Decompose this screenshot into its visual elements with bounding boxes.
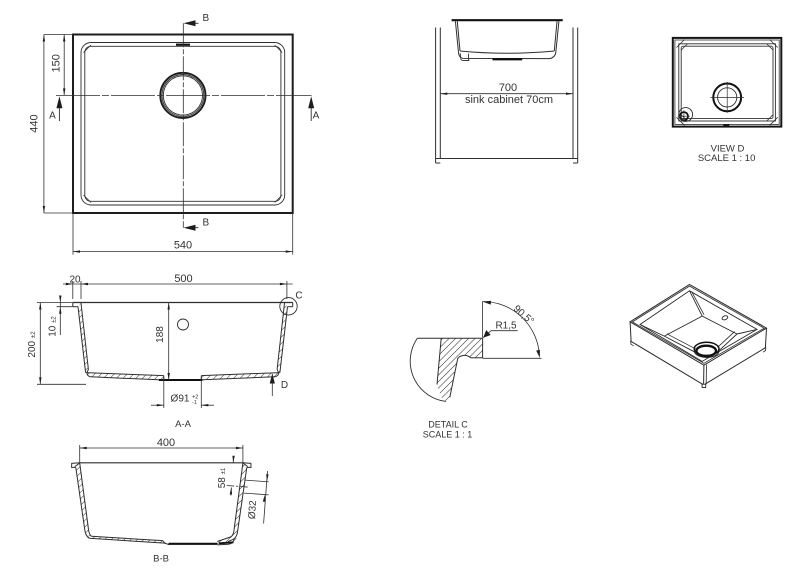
svg-text:SCALE 1 : 10: SCALE 1 : 10: [698, 153, 756, 164]
svg-text:10 ±2: 10 ±2: [48, 316, 59, 337]
svg-text:188: 188: [155, 326, 166, 343]
svg-text:DETAIL C: DETAIL C: [428, 420, 468, 430]
svg-text:-1: -1: [192, 400, 197, 406]
svg-text:VIEW D: VIEW D: [711, 144, 745, 155]
svg-text:B-B: B-B: [153, 554, 169, 565]
svg-text:R1,5: R1,5: [495, 321, 517, 332]
svg-text:Ø32: Ø32: [247, 500, 259, 520]
svg-text:B: B: [202, 218, 209, 229]
svg-text:C: C: [295, 291, 302, 302]
svg-text:sink cabinet 70cm: sink cabinet 70cm: [465, 94, 553, 106]
svg-text:440: 440: [29, 114, 41, 132]
svg-text:A: A: [313, 111, 320, 122]
svg-text:150: 150: [51, 54, 63, 72]
svg-text:500: 500: [174, 273, 192, 285]
svg-text:540: 540: [174, 240, 192, 252]
svg-text:D: D: [281, 380, 288, 391]
svg-text:400: 400: [157, 437, 175, 449]
svg-text:A-A: A-A: [175, 419, 192, 430]
svg-text:SCALE 1 : 1: SCALE 1 : 1: [423, 429, 473, 439]
svg-text:A: A: [49, 110, 56, 121]
svg-text:B: B: [202, 13, 209, 24]
svg-text:200 ±2: 200 ±2: [27, 331, 38, 358]
svg-text:+2: +2: [192, 395, 198, 401]
svg-text:Ø91: Ø91: [171, 394, 190, 405]
svg-text:58 ±1: 58 ±1: [217, 467, 228, 488]
svg-text:700: 700: [499, 82, 517, 94]
svg-text:20: 20: [69, 275, 81, 286]
